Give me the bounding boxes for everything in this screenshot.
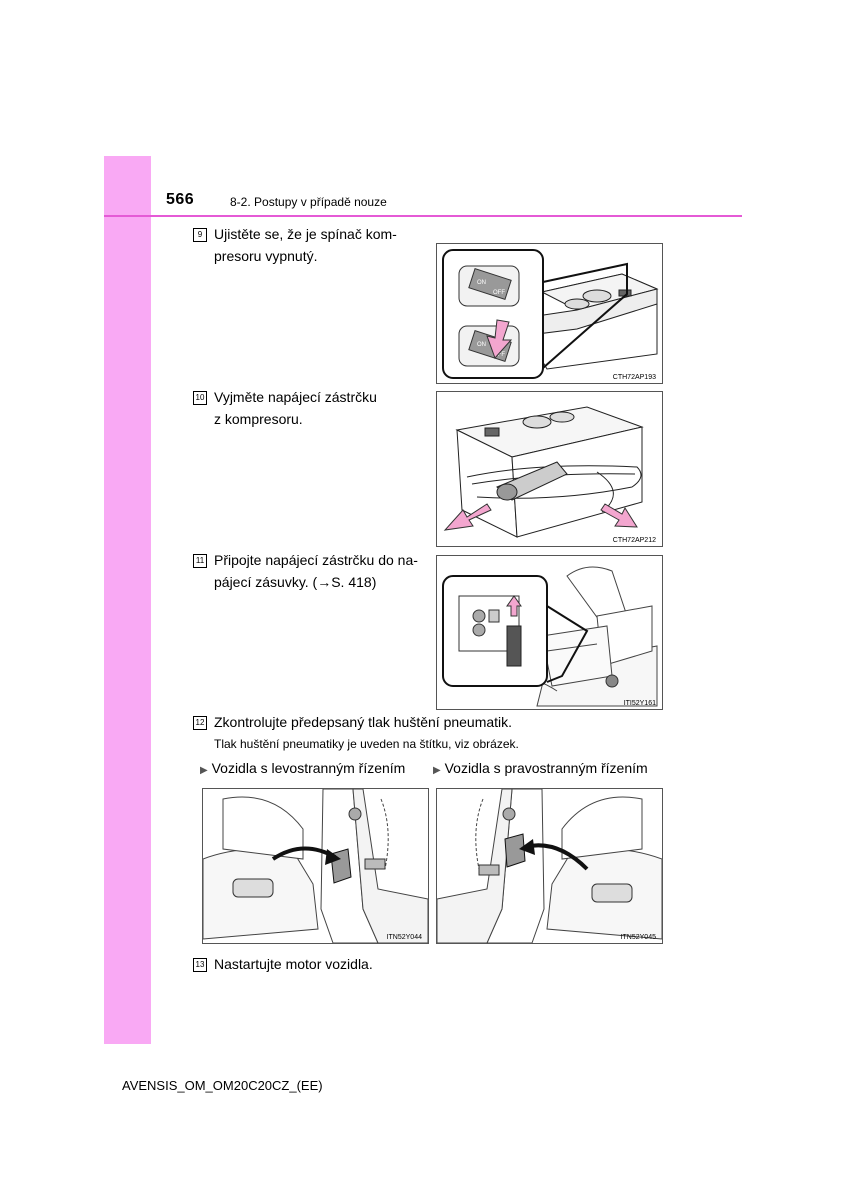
remove-plug-illustration xyxy=(443,406,644,538)
step-10-line-1: Vyjměte napájecí zástrčku xyxy=(214,389,377,405)
switch-off-label-bottom: OFF xyxy=(493,352,505,358)
step-number-12: 12 xyxy=(193,716,207,730)
compressor-switch-illustration: ON OFF ON OFF xyxy=(442,249,659,379)
figure-compressor-switch: ON OFF ON OFF CTH72AP193 xyxy=(436,243,663,384)
switch-off-label-top: OFF xyxy=(493,290,505,296)
figure-code: CTH72AP193 xyxy=(612,374,656,381)
figure-code: ITI52Y161 xyxy=(623,700,656,707)
document-code: AVENSIS_OM_OM20C20CZ_(EE) xyxy=(122,1078,323,1093)
chapter-side-tab xyxy=(104,156,151,1044)
figure-remove-plug: CTH72AP212 xyxy=(436,391,663,547)
tire-label-icon xyxy=(504,833,526,868)
power-socket-illustration xyxy=(442,566,658,707)
figure-code: CTH72AP212 xyxy=(612,537,656,544)
step-number-11: 11 xyxy=(193,554,207,568)
chapter-title: 8-2. Postupy v případě nouze xyxy=(230,195,387,209)
step-12-text: Zkontrolujte předepsaný tlak huštění pne… xyxy=(214,714,513,730)
switch-on-label-bottom: ON xyxy=(477,342,486,348)
insert-arrow-icon xyxy=(506,595,522,617)
door-pillar-lhd-illustration xyxy=(203,789,428,943)
triangle-bullet-icon: ▶ xyxy=(200,765,208,776)
step-12-note: Tlak huštění pneumatiky je uveden na ští… xyxy=(214,737,519,751)
step-11-text: Připojte napájecí zástrčku do na- pájecí… xyxy=(214,549,425,593)
step-10-line-2: z kompresoru. xyxy=(214,411,303,427)
step-11-line-2: pájecí zásuvky. (→S. 418) xyxy=(214,574,377,590)
pull-arrow-right-icon xyxy=(600,503,638,528)
step-9-line-2: presoru vypnutý. xyxy=(214,248,318,264)
step-11-line-1: Připojte napájecí zástrčku do na- xyxy=(214,552,418,568)
pull-arrow-left-icon xyxy=(443,503,492,531)
step-10-text: Vyjměte napájecí zástrčku z kompresoru. xyxy=(214,386,425,430)
step-9-line-1: Ujistěte se, že je spínač kom- xyxy=(214,226,397,242)
step-number-9: 9 xyxy=(193,228,207,242)
step-9-text: Ujistěte se, že je spínač kom- presoru v… xyxy=(214,223,425,267)
door-pillar-rhd-illustration xyxy=(437,789,662,943)
step-number-13: 13 xyxy=(193,958,207,972)
triangle-bullet-icon: ▶ xyxy=(433,765,441,776)
press-arrow-icon xyxy=(486,319,513,359)
step-13-text: Nastartujte motor vozidla. xyxy=(214,956,373,972)
figure-code: ITN52Y044 xyxy=(386,934,422,941)
figure-code: ITN52Y045 xyxy=(620,934,656,941)
figure-power-socket: ITI52Y161 xyxy=(436,555,663,710)
switch-on-label-top: ON xyxy=(477,280,486,286)
left-hand-drive-label: ▶ Vozidla s levostranným řízením xyxy=(200,760,406,776)
figure-label-lhd: ITN52Y044 xyxy=(202,788,429,944)
right-hand-drive-label: ▶ Vozidla s pravostranným řízením xyxy=(433,760,648,776)
figure-label-rhd: ITN52Y045 xyxy=(436,788,663,944)
page-number: 566 xyxy=(166,191,195,208)
step-number-10: 10 xyxy=(193,391,207,405)
header-rule xyxy=(104,215,742,217)
